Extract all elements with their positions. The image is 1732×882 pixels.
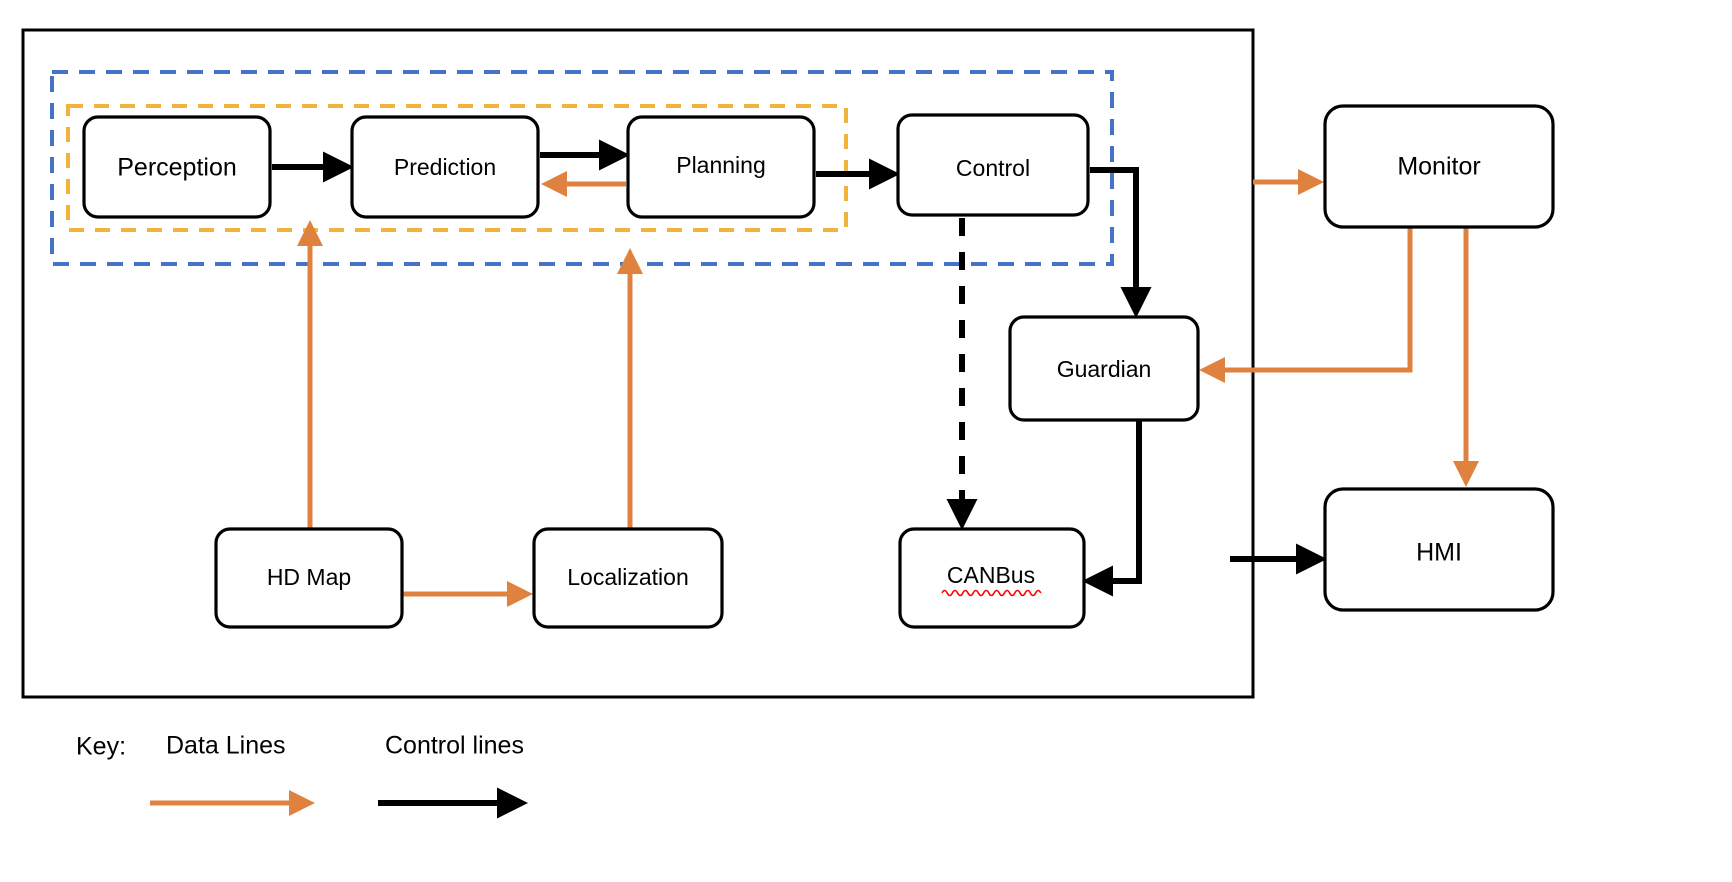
node-hdmap[interactable]: HD Map <box>214 527 404 629</box>
legend-title: Key: <box>76 733 126 761</box>
node-localization-box[interactable] <box>532 527 724 629</box>
legend: Key: Data Lines Control lines <box>76 732 528 819</box>
legend-label-data-lines: Data Lines <box>166 732 286 760</box>
node-prediction[interactable]: Prediction <box>350 115 540 219</box>
node-control-box[interactable] <box>896 113 1090 217</box>
edge-control-to-guardian <box>1090 167 1152 318</box>
node-prediction-label: Prediction <box>394 154 496 180</box>
node-localization-label: Localization <box>567 564 688 590</box>
node-monitor-label: Monitor <box>1397 153 1480 181</box>
node-control[interactable]: Control <box>896 113 1090 217</box>
node-perception-label: Perception <box>117 154 237 182</box>
node-perception-box[interactable] <box>82 115 272 219</box>
node-hmi-label: HMI <box>1416 539 1462 567</box>
node-localization[interactable]: Localization <box>532 527 724 629</box>
node-monitor[interactable]: Monitor <box>1323 104 1555 229</box>
node-hdmap-box[interactable] <box>214 527 404 629</box>
legend-label-control-lines: Control lines <box>385 732 524 760</box>
node-perception[interactable]: Perception <box>82 115 272 219</box>
spellcheck-squiggle-icon <box>941 589 1042 597</box>
node-guardian-label: Guardian <box>1057 356 1152 382</box>
node-planning-box[interactable] <box>626 115 816 219</box>
node-planning-label: Planning <box>676 152 766 178</box>
edge-monitor-to-guardian <box>1199 227 1413 383</box>
edge-guardian-to-canbus <box>1082 420 1142 597</box>
node-prediction-box[interactable] <box>350 115 540 219</box>
node-monitor-box[interactable] <box>1323 104 1555 229</box>
node-control-label: Control <box>956 155 1030 181</box>
node-guardian[interactable]: Guardian <box>1008 315 1200 422</box>
node-canbus[interactable]: CANBus <box>898 527 1086 629</box>
node-canbus-label: CANBus <box>947 562 1035 588</box>
node-planning[interactable]: Planning <box>626 115 816 219</box>
group-boundary-gold <box>66 104 848 232</box>
node-guardian-box[interactable] <box>1008 315 1200 422</box>
group-boundary-blue <box>50 70 1114 266</box>
system-boundary-frame <box>21 28 1255 699</box>
node-canbus-box[interactable] <box>898 527 1086 629</box>
node-hdmap-label: HD Map <box>267 564 351 590</box>
node-hmi-box[interactable] <box>1323 487 1555 612</box>
node-hmi[interactable]: HMI <box>1323 487 1555 612</box>
